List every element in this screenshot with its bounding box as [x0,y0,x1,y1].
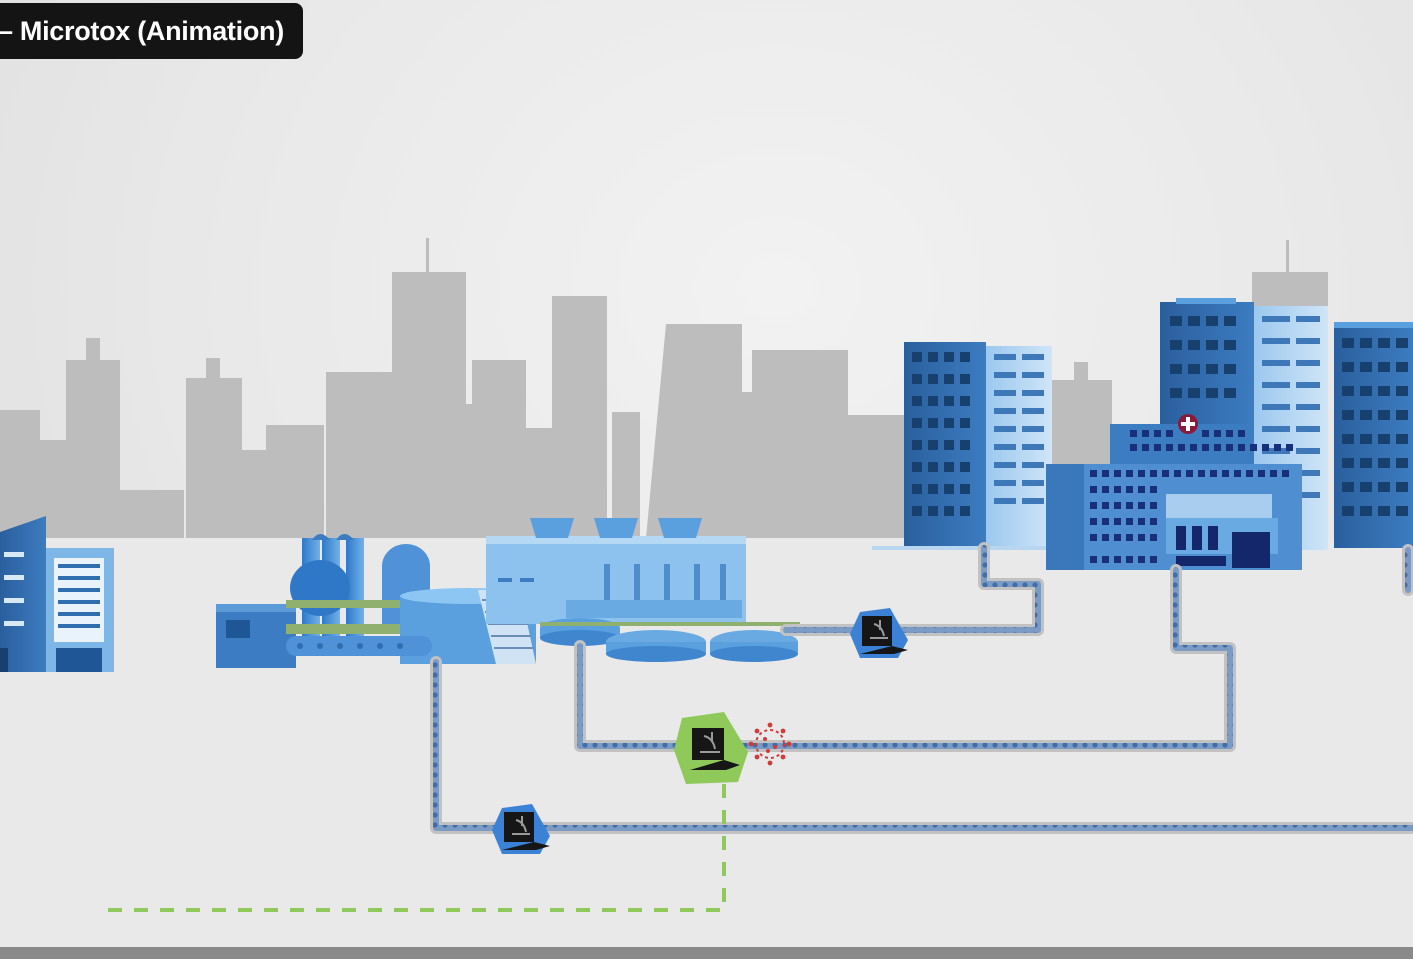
hospital-building [1046,414,1302,570]
water-treatment-plant [216,534,536,668]
monitor-device-icon [492,804,550,854]
hospital-cross-icon [1178,414,1198,434]
process-building [486,518,746,624]
monitor-device-icon [674,712,748,784]
video-progress-bar[interactable] [0,947,1413,959]
clarifier-basins [540,618,800,662]
residential-tower-3 [1334,322,1413,548]
video-title-overlay: – Microtox (Animation) [0,3,303,59]
virus-icon [748,722,792,766]
pipe-network [430,542,1413,834]
city-skyline [0,238,1328,540]
video-title: – Microtox (Animation) [0,15,284,46]
office-building-left [0,516,114,672]
monitor-device-icon [850,608,908,658]
residential-tower-1 [872,342,1052,550]
